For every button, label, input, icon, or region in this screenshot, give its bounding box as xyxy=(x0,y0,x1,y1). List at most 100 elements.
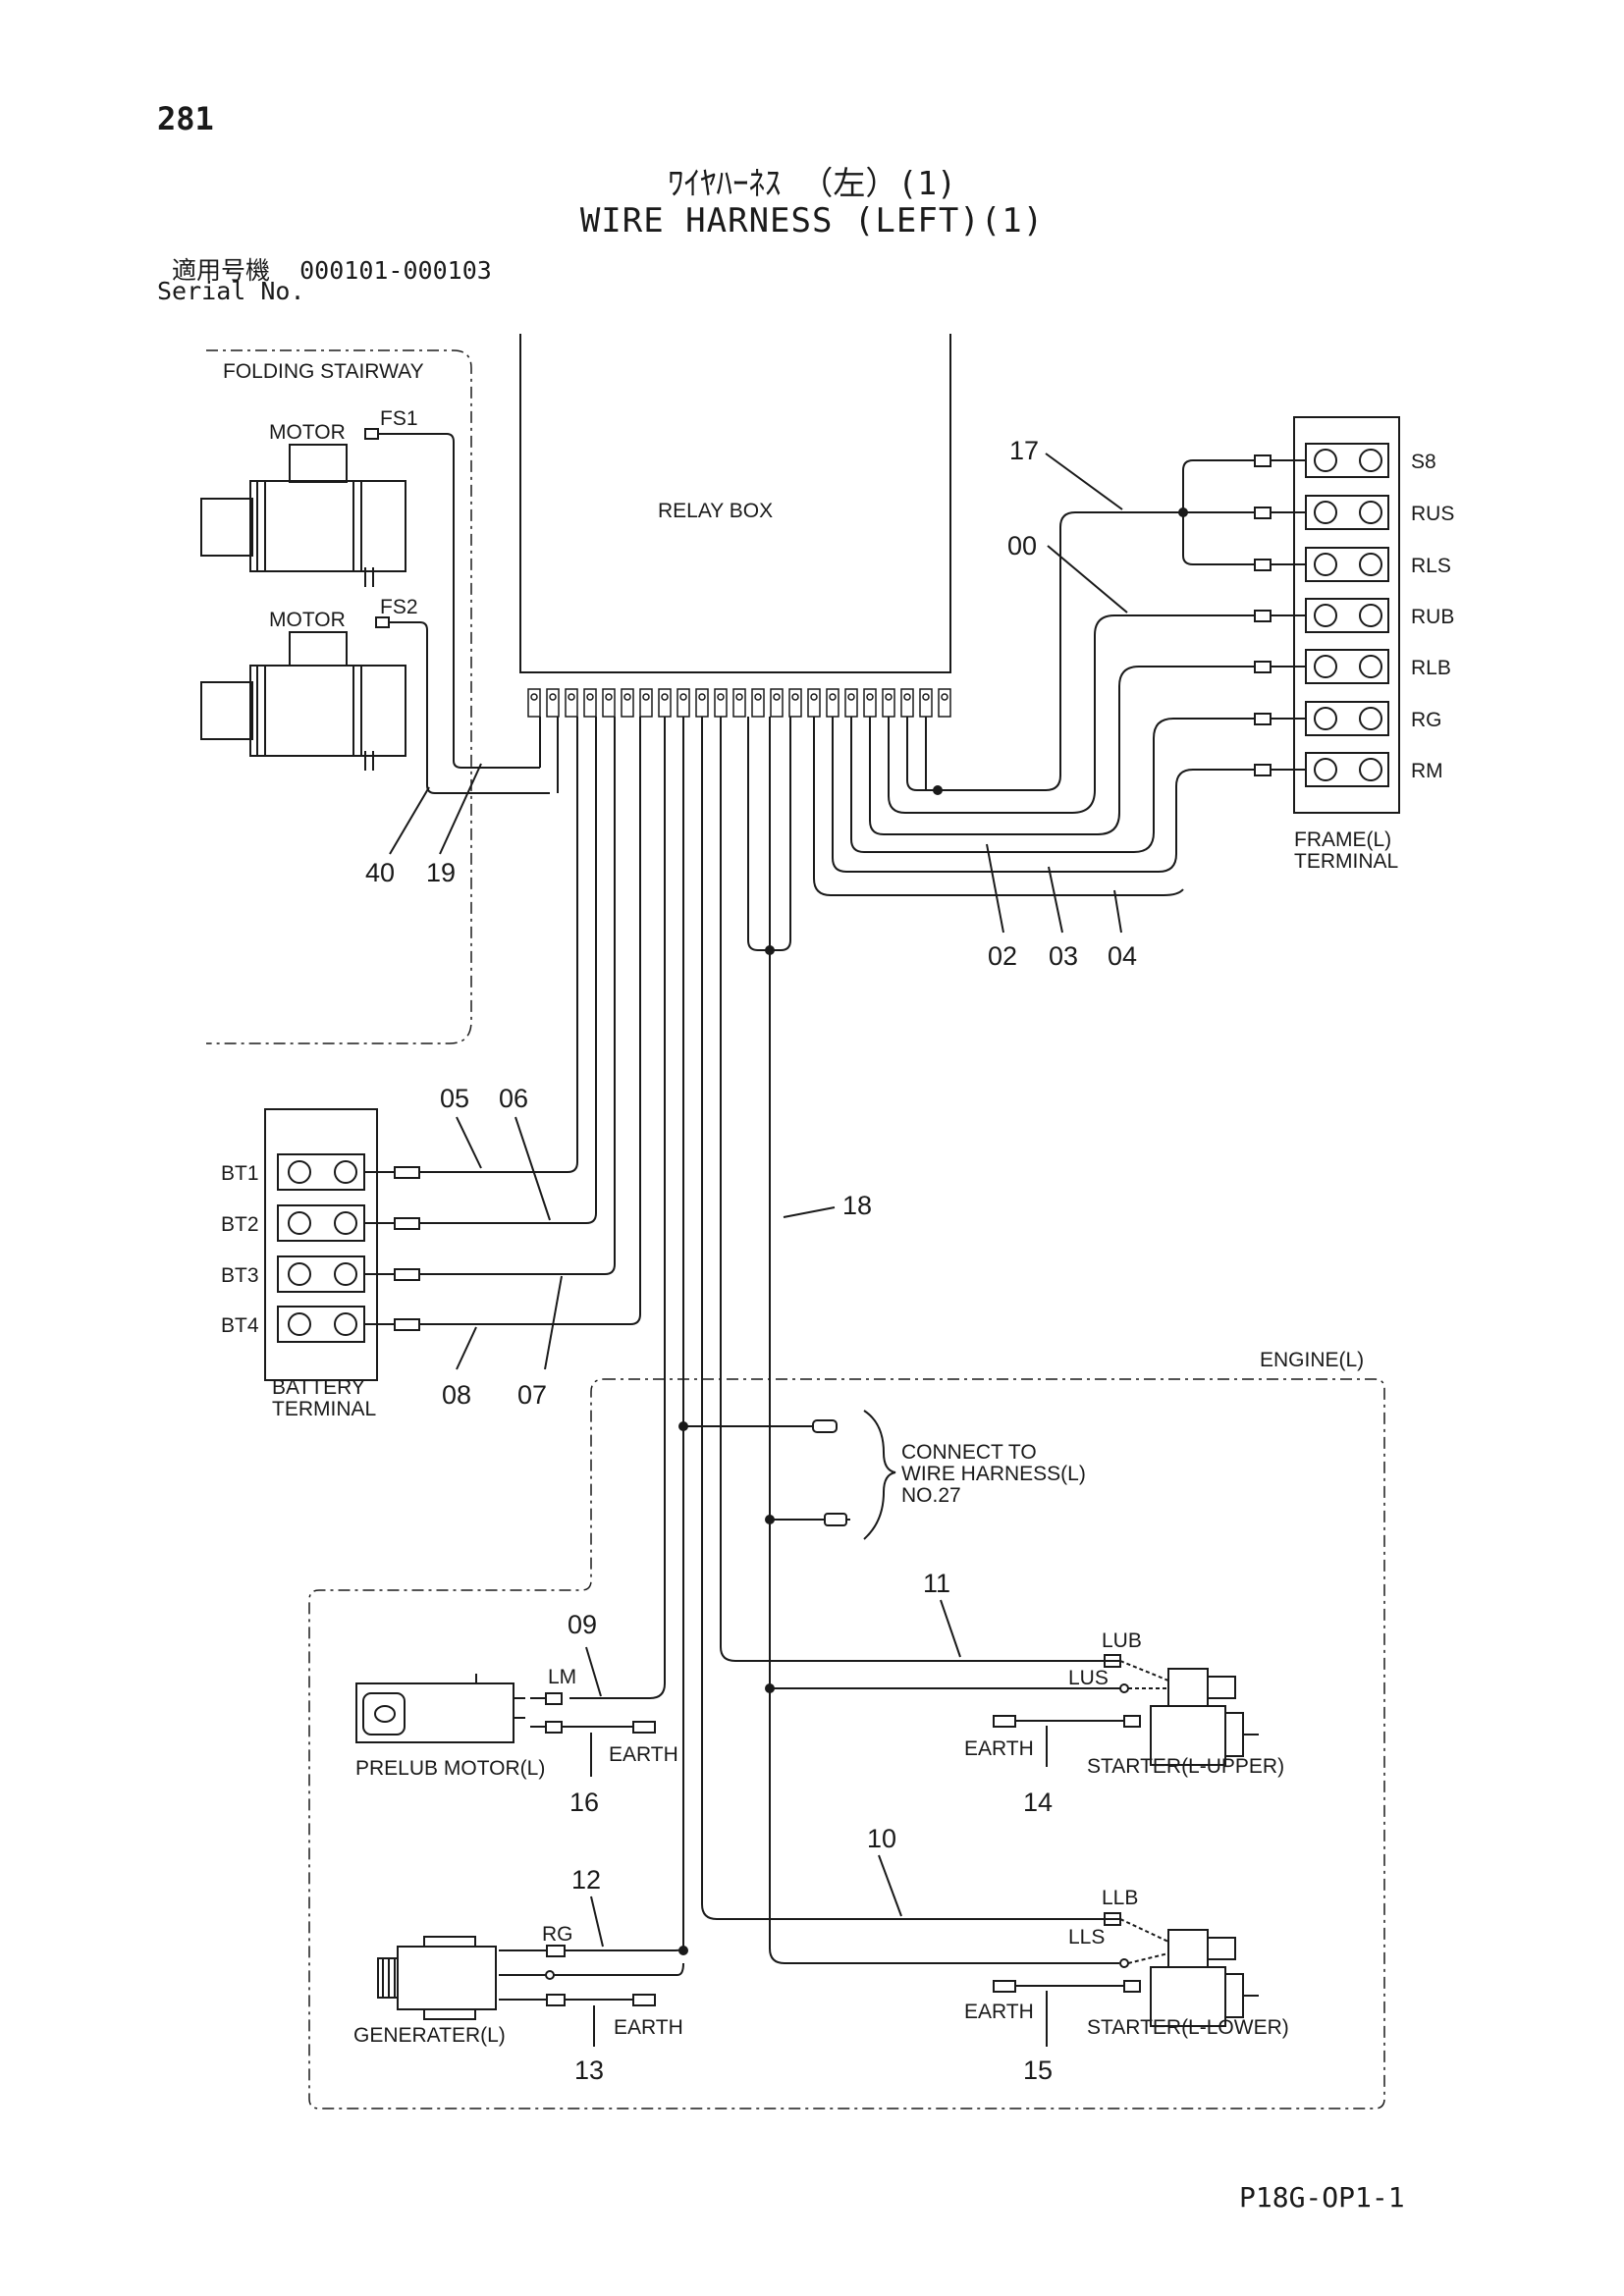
wire-08 xyxy=(419,717,641,1325)
battery-terminal-bt2: BT2 xyxy=(221,1213,259,1236)
starter-lower-earth-connector-2 xyxy=(1123,1980,1141,1993)
llb-label: LLB xyxy=(1102,1887,1138,1909)
fs1-connector xyxy=(364,428,379,440)
stairway-motor-2 xyxy=(200,631,406,771)
wire-40 xyxy=(389,621,550,794)
prelub-earth-connector-2 xyxy=(632,1721,656,1734)
wire-17-label: 17 xyxy=(1009,436,1039,465)
prelub-motor xyxy=(355,1674,525,1743)
engine-boundary xyxy=(308,1378,1385,2109)
battery-terminal-bt4: BT4 xyxy=(221,1314,259,1337)
frame-terminal-rub: RUB xyxy=(1411,606,1454,628)
wire-18-junction xyxy=(765,945,775,955)
wire-02 xyxy=(850,717,1255,853)
battery-terminal-block xyxy=(264,1108,378,1381)
wire-06 xyxy=(419,717,597,1224)
starter-upper xyxy=(1150,1668,1259,1766)
frame-terminal-s8: S8 xyxy=(1411,451,1436,473)
connect-note-1: CONNECT TO xyxy=(901,1441,1037,1464)
starter-upper-earth-connector-2 xyxy=(1123,1715,1141,1728)
wire-07-label: 07 xyxy=(517,1380,547,1410)
wire-15-label: 15 xyxy=(1023,2056,1053,2085)
wire-10-label: 10 xyxy=(867,1824,896,1853)
connect-plug-1 xyxy=(812,1419,838,1433)
engine-label: ENGINE(L) xyxy=(1260,1349,1364,1371)
wire-14-label: 14 xyxy=(1023,1788,1053,1817)
frame-terminal-rls: RLS xyxy=(1411,555,1451,577)
wire-09-leader xyxy=(585,1646,602,1697)
battery-terminal-bt1: BT1 xyxy=(221,1162,259,1185)
connect-note-2: WIRE HARNESS(L) xyxy=(901,1463,1086,1485)
rg-label: RG xyxy=(542,1923,573,1946)
frame-terminal-label-2: TERMINAL xyxy=(1294,850,1398,873)
relay-terminal-row xyxy=(527,688,951,718)
wire-10 xyxy=(701,717,1119,1920)
starter-upper-label: STARTER(L-UPPER) xyxy=(1087,1755,1284,1778)
fs2-label: FS2 xyxy=(380,596,418,618)
wire-18 xyxy=(769,717,1119,1964)
battery-terminal-bt3: BT3 xyxy=(221,1264,259,1287)
generater-earth-connector-2 xyxy=(632,1994,656,2006)
wire-00 xyxy=(888,614,1255,814)
stairway-motor-1 xyxy=(200,444,406,587)
lm-connector xyxy=(545,1692,563,1705)
starter-lower-label: STARTER(L-LOWER) xyxy=(1087,2016,1289,2039)
generater-stud xyxy=(545,1970,555,1980)
wire-10-leader xyxy=(878,1854,902,1917)
prelub-earth-connector-1 xyxy=(545,1721,563,1734)
wire-11-label: 11 xyxy=(923,1569,950,1598)
lls-label: LLS xyxy=(1068,1926,1105,1949)
wire-05-leader xyxy=(456,1116,482,1169)
wire-02-leader xyxy=(986,843,1004,934)
wire-16-label: 16 xyxy=(569,1788,599,1817)
lm-label: LM xyxy=(548,1666,576,1688)
frame-connectors xyxy=(1254,454,1306,776)
connect-note-3: NO.27 xyxy=(901,1484,961,1507)
wire-04-leader xyxy=(1113,889,1122,934)
starter-lower-earth-connector-1 xyxy=(993,1980,1016,1993)
wire-09 xyxy=(569,717,666,1699)
wire-17-junction xyxy=(1178,507,1188,517)
lub-label: LUB xyxy=(1102,1629,1142,1652)
starter-upper-earth-label: EARTH xyxy=(964,1737,1034,1760)
connect-brace xyxy=(863,1410,896,1540)
wire-02-label: 02 xyxy=(988,941,1017,971)
battery-connectors xyxy=(364,1166,420,1331)
drawing-code: P18G-OP1-1 xyxy=(1239,2181,1405,2214)
generater-stud-wire xyxy=(554,1962,684,1976)
serial-label-jp: 適用号機 xyxy=(172,256,271,285)
lus-junction xyxy=(765,1683,775,1693)
generater-junction xyxy=(678,1946,688,1955)
fs1-label: FS1 xyxy=(380,407,418,430)
branch-junction-2 xyxy=(765,1515,775,1524)
frame-terminal-label-1: FRAME(L) xyxy=(1294,828,1391,851)
wire-06-leader xyxy=(514,1116,551,1221)
prelub-motor-label: PRELUB MOTOR(L) xyxy=(355,1757,545,1780)
wire-19-label: 19 xyxy=(426,858,456,887)
battery-terminal-label-2: TERMINAL xyxy=(272,1398,376,1420)
wire-12-label: 12 xyxy=(571,1865,601,1895)
wire-05-label: 05 xyxy=(440,1084,469,1113)
relay-box xyxy=(519,334,951,673)
serial-range: 000101-000103 xyxy=(299,256,492,285)
wire-03-label: 03 xyxy=(1049,941,1078,971)
wire-07-leader xyxy=(544,1275,563,1370)
wire-rlb xyxy=(869,666,1255,835)
frame-terminal-rg: RG xyxy=(1411,709,1442,731)
wire-04 xyxy=(813,717,1184,896)
wire-40-label: 40 xyxy=(365,858,395,887)
wire-19 xyxy=(378,433,540,769)
wire-11-leader xyxy=(940,1599,961,1658)
wire-13-label: 13 xyxy=(574,2056,604,2085)
generater xyxy=(377,1936,497,2020)
wire-18-leader xyxy=(783,1206,836,1218)
wire-00-label: 00 xyxy=(1007,531,1037,561)
fs2-connector xyxy=(375,616,390,628)
battery-terminal-label-1: BATTERY xyxy=(272,1376,365,1399)
wire-06-label: 06 xyxy=(499,1084,528,1113)
wire-12-end xyxy=(499,1948,684,1976)
frame-terminal-rm: RM xyxy=(1411,760,1443,782)
page-number: 281 xyxy=(157,100,214,137)
wire-17-leader xyxy=(1045,453,1123,510)
